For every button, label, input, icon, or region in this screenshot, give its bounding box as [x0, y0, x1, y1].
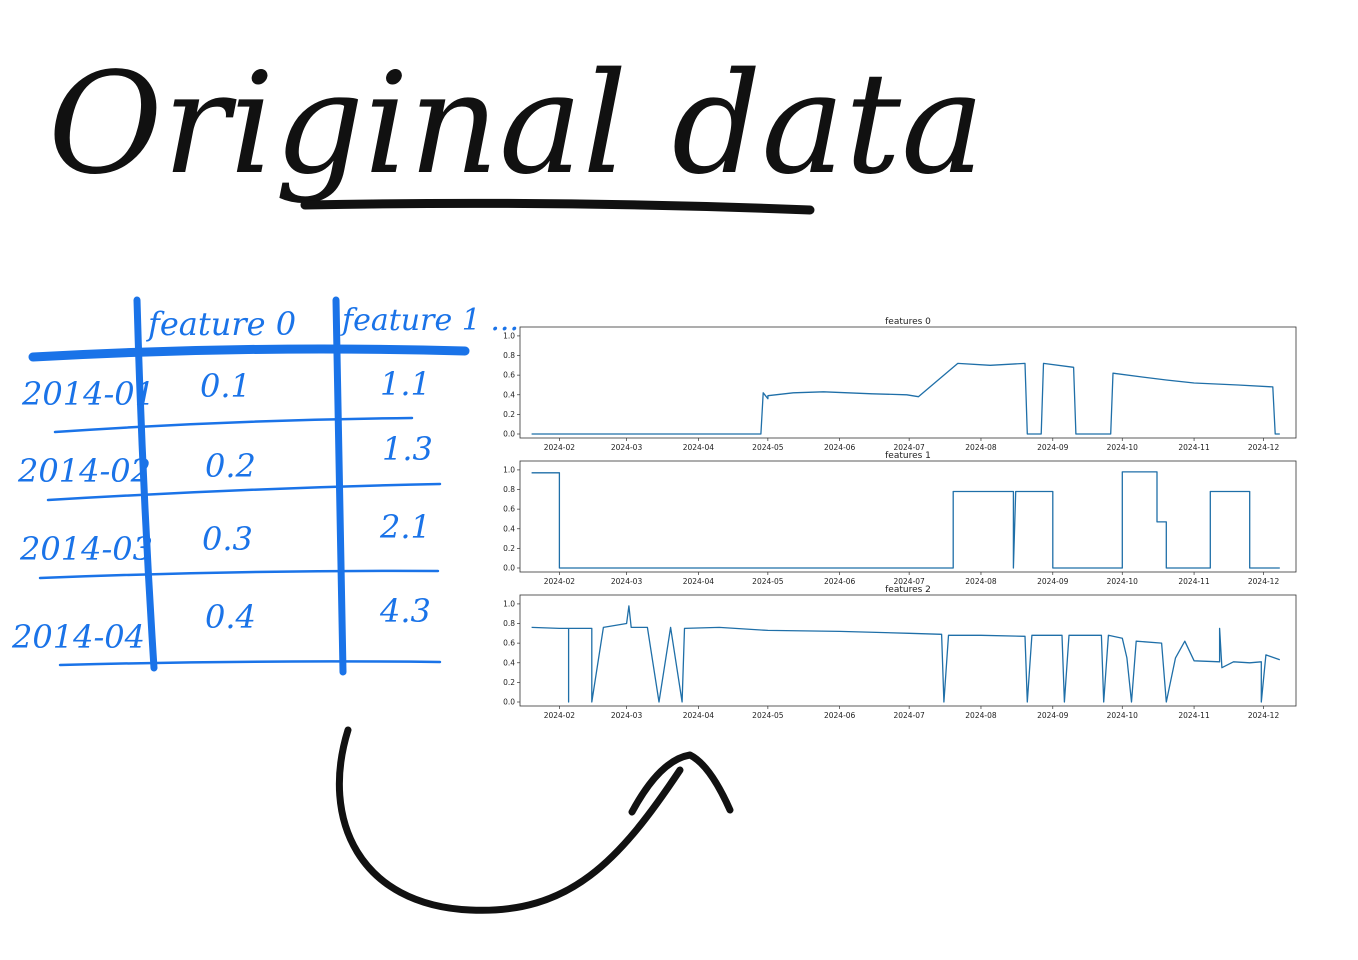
arrow-curve [335, 726, 684, 914]
x-tick-label: 2024-07 [893, 577, 925, 586]
x-tick-label: 2024-04 [683, 711, 715, 720]
table-row-date: 2014-04 [11, 618, 145, 656]
x-tick-label: 2024-06 [824, 711, 856, 720]
series-line [531, 362, 1280, 435]
table-row-date: 2014-03 [19, 530, 153, 568]
y-tick-label: 0.8 [503, 351, 515, 360]
x-tick-label: 2024-12 [1248, 443, 1280, 452]
x-tick-label: 2024-03 [611, 577, 643, 586]
table-header-feature-0: feature 0 [146, 305, 296, 343]
x-tick-label: 2024-03 [611, 711, 643, 720]
x-tick-label: 2024-09 [1037, 577, 1069, 586]
x-tick-label: 2024-08 [965, 711, 997, 720]
y-tick-label: 0.2 [503, 678, 515, 687]
y-tick-label: 1.0 [503, 599, 515, 608]
x-tick-label: 2024-08 [965, 443, 997, 452]
chart-frame [519, 594, 1297, 707]
x-tick-label: 2024-12 [1248, 711, 1280, 720]
x-tick-label: 2024-02 [544, 577, 576, 586]
table-row-line [53, 416, 414, 434]
x-tick-label: 2024-10 [1107, 711, 1139, 720]
x-tick-label: 2024-12 [1248, 577, 1280, 586]
chart-2: features 2 0.0 0.2 0.4 0.6 0.8 1.0 2024-02 2024-… [503, 585, 1297, 720]
y-tick-label: 0.4 [503, 390, 515, 399]
y-tick-label: 0.8 [503, 619, 515, 628]
table-text: feature 0 feature 1 ... 2014-01 0.1 1.1 … [11, 303, 519, 656]
table-row-f0: 0.4 [205, 598, 256, 636]
table-row-line [58, 660, 442, 667]
table-header-feature-1: feature 1 ... [340, 303, 519, 338]
x-tick-label: 2024-07 [893, 711, 925, 720]
charts-panel: features 0 0.0 0.2 0.4 0.6 0.8 1.0 2024-02 2024-… [503, 317, 1297, 720]
x-tick-label: 2024-11 [1178, 443, 1210, 452]
x-tick-label: 2024-09 [1037, 711, 1069, 720]
y-tick-label: 0.6 [503, 505, 515, 514]
x-tick-label: 2024-04 [683, 443, 715, 452]
arrow-head [628, 751, 734, 816]
x-tick-label: 2024-04 [683, 577, 715, 586]
y-tick-label: 0.6 [503, 639, 515, 648]
chart-title: features 0 [885, 317, 931, 327]
y-tick-label: 0.0 [503, 430, 515, 439]
chart-frame [519, 460, 1297, 573]
x-tick-label: 2024-07 [893, 443, 925, 452]
chart-title: features 2 [885, 585, 931, 595]
x-tick-label: 2024-10 [1107, 577, 1139, 586]
table-row-f1: 1.3 [382, 430, 433, 468]
y-tick-label: 1.0 [503, 331, 515, 340]
chart-title: features 1 [885, 451, 931, 461]
table-row-line [38, 569, 440, 580]
x-tick-label: 2024-08 [965, 577, 997, 586]
x-tick-label: 2024-11 [1178, 577, 1210, 586]
series-line [531, 605, 1281, 703]
table-row-line [46, 482, 442, 502]
x-tick-label: 2024-03 [611, 443, 643, 452]
series-line [531, 471, 1280, 569]
chart-frame [519, 326, 1297, 439]
table-header-line [28, 344, 470, 362]
x-tick-label: 2024-06 [824, 443, 856, 452]
y-tick-label: 0.6 [503, 371, 515, 380]
table-row-date: 2014-01 [21, 375, 155, 413]
table-row-f0: 0.2 [205, 447, 256, 485]
y-tick-label: 1.0 [503, 465, 515, 474]
x-tick-label: 2024-05 [752, 443, 784, 452]
table-row-f1: 2.1 [379, 508, 431, 546]
chart-1: features 1 0.0 0.2 0.4 0.6 0.8 1.0 2024-02 2024-… [503, 451, 1297, 586]
hand-table [28, 296, 470, 676]
x-tick-label: 2024-02 [544, 711, 576, 720]
x-tick-label: 2024-11 [1178, 711, 1210, 720]
chart-0: features 0 0.0 0.2 0.4 0.6 0.8 1.0 2024-02 2024-… [503, 317, 1297, 452]
table-row-date: 2014-02 [17, 452, 151, 490]
y-tick-label: 0.0 [503, 698, 515, 707]
x-tick-label: 2024-02 [544, 443, 576, 452]
y-tick-label: 0.8 [503, 485, 515, 494]
title-underline [300, 198, 815, 215]
table-row-f1: 4.3 [379, 592, 431, 630]
curved-arrow-icon [335, 726, 734, 914]
x-tick-label: 2024-10 [1107, 443, 1139, 452]
x-tick-label: 2024-09 [1037, 443, 1069, 452]
title-group: Original data [48, 43, 985, 215]
y-tick-label: 0.2 [503, 410, 515, 419]
page-title: Original data [48, 43, 985, 206]
y-tick-label: 0.4 [503, 524, 515, 533]
y-tick-label: 0.4 [503, 658, 515, 667]
x-tick-label: 2024-06 [824, 577, 856, 586]
table-row-f0: 0.1 [200, 367, 251, 405]
y-tick-label: 0.2 [503, 544, 515, 553]
table-row-f0: 0.3 [202, 520, 253, 558]
x-tick-label: 2024-05 [752, 577, 784, 586]
table-row-f1: 1.1 [380, 365, 431, 403]
y-tick-label: 0.0 [503, 564, 515, 573]
x-tick-label: 2024-05 [752, 711, 784, 720]
